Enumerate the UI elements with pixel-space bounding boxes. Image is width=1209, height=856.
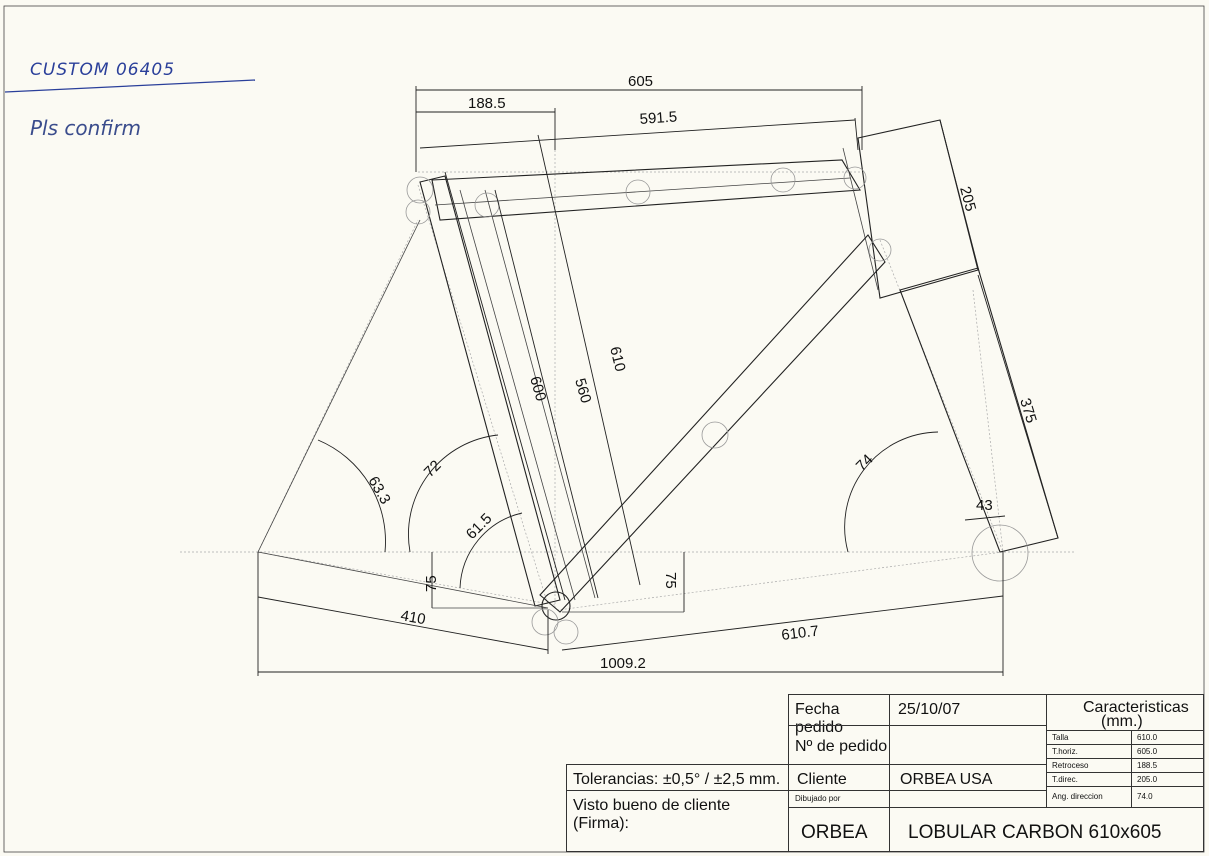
spec-value-talla: 610.0: [1137, 733, 1158, 742]
spec-value-ang: 74.0: [1137, 792, 1153, 801]
spec-label-talla: Talla: [1052, 733, 1069, 742]
angle-63-3: 63.3: [365, 474, 394, 508]
caracteristicas-header: Caracteristicas (mm.): [1046, 694, 1204, 731]
spec-label-cell: Talla: [1046, 730, 1132, 745]
dim-375: 375: [1016, 396, 1040, 425]
spec-label-ang: Ang. direccion: [1052, 792, 1103, 801]
cliente-value-cell: ORBEA USA: [889, 764, 1047, 791]
dimension-labels: 605 188.5 591.5 205 375 600 560 610 63.3…: [365, 73, 1040, 672]
head-tube: [857, 119, 979, 299]
visto-bueno-cell: Visto bueno de cliente (Firma):: [566, 790, 789, 852]
spec-value-cell: 188.5: [1131, 758, 1204, 773]
cliente-value: ORBEA USA: [900, 771, 993, 788]
pedido-label-cell: Nº de pedido: [788, 725, 890, 765]
visto-bueno-text: Visto bueno de cliente (Firma):: [573, 797, 731, 832]
spec-label-cell: T.horiz.: [1046, 744, 1132, 759]
cliente-label: Cliente: [797, 771, 847, 788]
fecha-label-cell: Fecha pedido: [788, 694, 890, 736]
model-cell: LOBULAR CARBON 610x605: [889, 807, 1204, 852]
fecha-label: Fecha pedido: [795, 701, 844, 736]
front-axle: [971, 524, 1029, 582]
drawing-border: [3, 5, 1205, 853]
spec-label-cell: Retroceso: [1046, 758, 1132, 773]
dibujado-value-cell: [889, 790, 1047, 808]
dim-43: 43: [976, 497, 993, 514]
spec-value-cell: 74.0: [1131, 786, 1204, 808]
model-name: LOBULAR CARBON 610x605: [908, 822, 1162, 843]
cliente-label-cell: Cliente: [788, 764, 890, 791]
dim-188-5: 188.5: [468, 95, 506, 112]
top-tube: [431, 159, 861, 221]
brand-cell: ORBEA: [788, 807, 890, 852]
down-tube: [539, 234, 886, 613]
angle-61-5: 61.5: [463, 510, 496, 543]
tube-circles: [405, 166, 1029, 645]
fecha-value: 25/10/07: [898, 701, 961, 718]
dim-600: 600: [526, 374, 549, 403]
caracteristicas-title: Caracteristicas: [1083, 699, 1189, 716]
pedido-value-cell: [889, 725, 1047, 765]
handwritten-note-confirm: Pls confirm: [30, 116, 141, 140]
brand-name: ORBEA: [801, 822, 868, 843]
spec-label-cell: Ang. direccion: [1046, 786, 1132, 808]
dim-610: 610: [606, 345, 629, 373]
handwritten-note-custom: CUSTOM 06405: [30, 60, 175, 80]
dim-610-7: 610.7: [780, 623, 819, 644]
spec-label-thoriz: T.horiz.: [1052, 747, 1078, 756]
spec-label-retroceso: Retroceso: [1052, 761, 1089, 770]
dim-410: 410: [399, 607, 427, 628]
spec-label-cell: T.direc.: [1046, 772, 1132, 787]
dim-205: 205: [956, 185, 979, 214]
dibujado-label: Dibujado por: [795, 794, 841, 803]
bottom-bracket: [541, 591, 571, 621]
spec-value-thoriz: 605.0: [1137, 747, 1158, 756]
handwritten-underline: [4, 79, 256, 93]
pedido-label: Nº de pedido: [795, 738, 888, 755]
tolerancias-text: Tolerancias: ±0,5° / ±2,5 mm.: [573, 771, 781, 788]
spec-value-cell: 205.0: [1131, 772, 1204, 787]
caracteristicas-unit: (mm.): [1101, 713, 1143, 730]
spec-value-tdirec: 205.0: [1137, 775, 1158, 784]
seat-stay: [257, 219, 421, 553]
dim-75-right: 75: [662, 572, 679, 589]
spec-label-tdirec: T.direc.: [1052, 775, 1078, 784]
dimension-lines: [257, 86, 1059, 676]
dim-1009-2: 1009.2: [600, 655, 646, 672]
dim-75-left: 75: [423, 575, 440, 592]
construction-lines: [180, 150, 1075, 611]
spec-value-retroceso: 188.5: [1137, 761, 1158, 770]
spec-value-cell: 610.0: [1131, 730, 1204, 745]
angle-74: 74: [853, 451, 877, 475]
dim-560: 560: [571, 376, 594, 405]
spec-value-cell: 605.0: [1131, 744, 1204, 759]
fecha-value-cell: 25/10/07: [889, 694, 1047, 726]
frame-tubes: [257, 119, 1059, 613]
dim-605: 605: [628, 73, 653, 90]
dim-591-5: 591.5: [639, 108, 678, 128]
dibujado-label-cell: Dibujado por: [788, 790, 890, 808]
tolerancias-cell: Tolerancias: ±0,5° / ±2,5 mm.: [566, 764, 789, 791]
seat-tube: [419, 175, 561, 607]
chain-stay: [257, 551, 549, 609]
